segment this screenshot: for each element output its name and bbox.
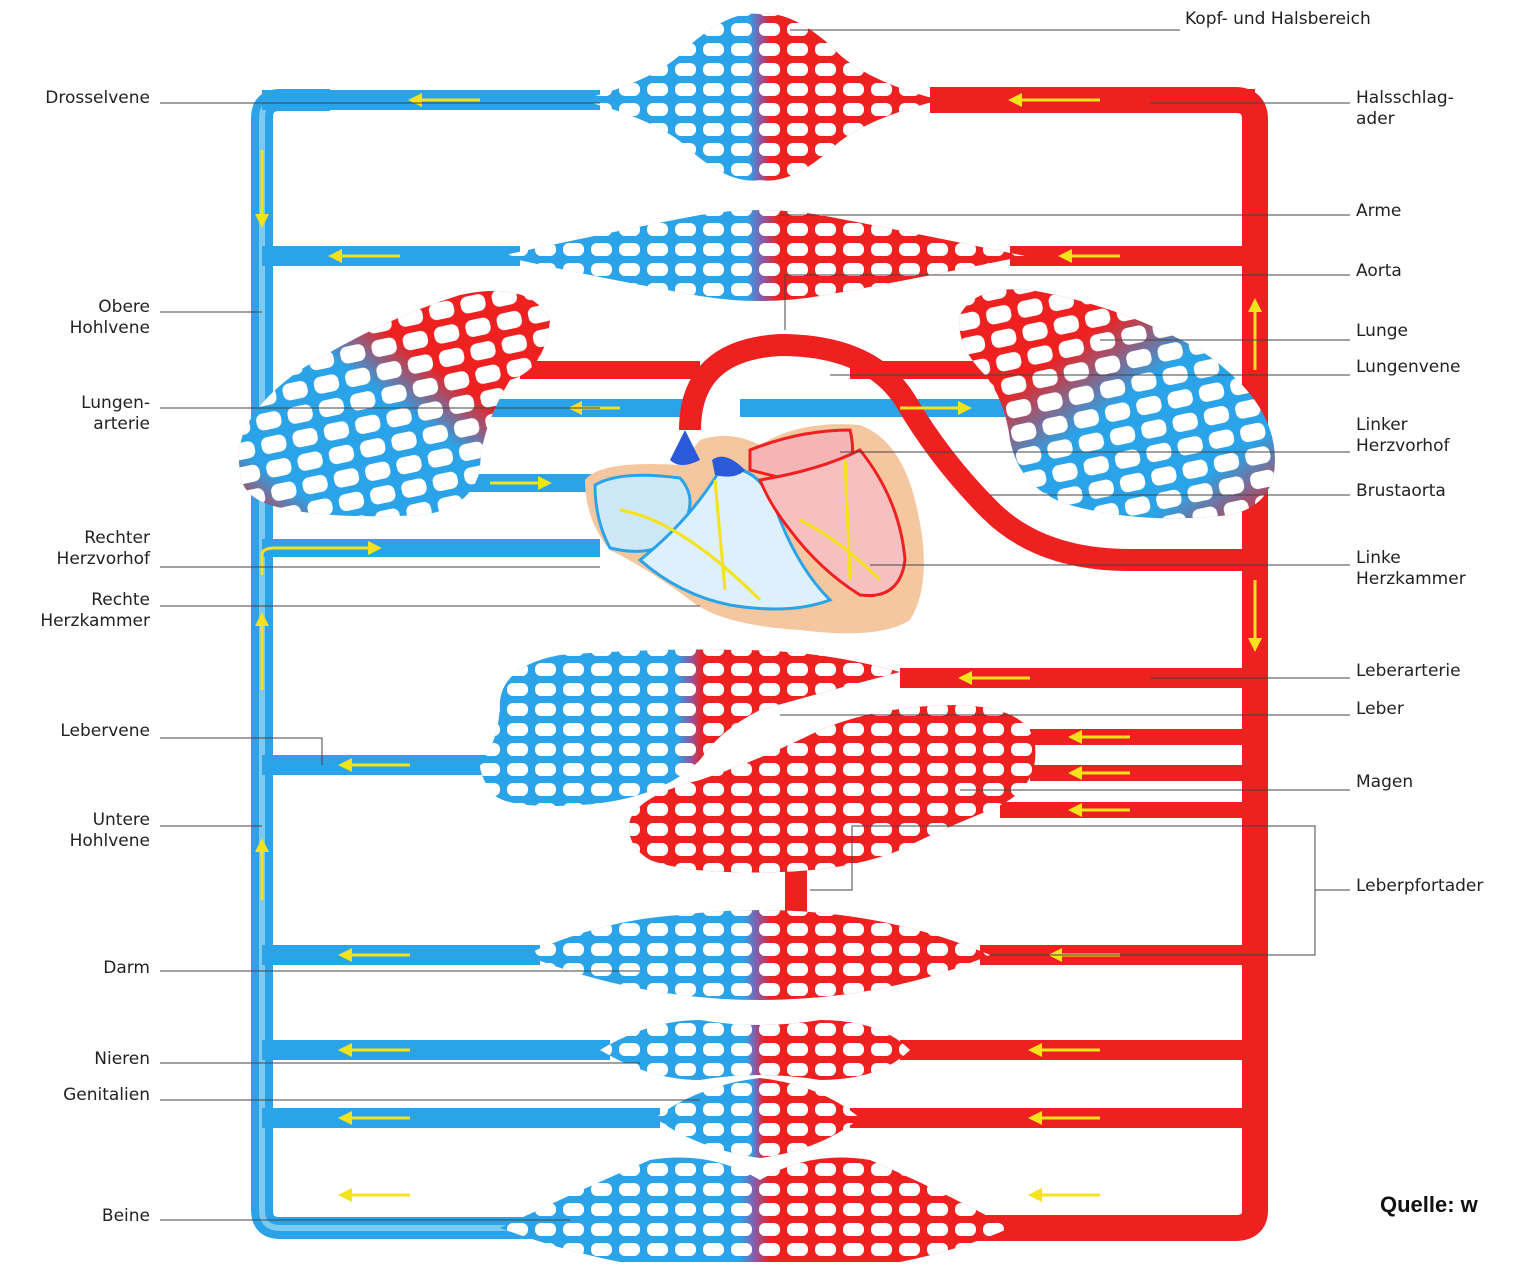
label-darm: Darm bbox=[103, 958, 150, 979]
label-rechter-herzvorhof: Rechter Herzvorhof bbox=[57, 528, 150, 570]
label-lungenarterie: Lungen- arterie bbox=[81, 393, 150, 435]
label-aorta: Aorta bbox=[1356, 261, 1402, 282]
label-nieren: Nieren bbox=[94, 1049, 150, 1070]
label-untere-hohlvene: Untere Hohlvene bbox=[70, 810, 150, 852]
label-lebervene: Lebervene bbox=[60, 721, 150, 742]
label-arme: Arme bbox=[1356, 201, 1401, 222]
capillary-bed-intestine bbox=[525, 910, 990, 1000]
capillary-bed-genitals bbox=[655, 1078, 860, 1158]
lung-right bbox=[959, 289, 1275, 518]
label-linker-herzvorhof: Linker Herzvorhof bbox=[1356, 415, 1449, 457]
label-leber: Leber bbox=[1356, 699, 1404, 720]
label-obere-hohlvene: Obere Hohlvene bbox=[70, 297, 150, 339]
label-kopf-und-halsbereich: Kopf- und Halsbereich bbox=[1185, 9, 1371, 30]
label-genitalien: Genitalien bbox=[63, 1085, 150, 1106]
label-drosselvene: Drosselvene bbox=[45, 88, 150, 109]
label-linke-herzkammer: Linke Herzkammer bbox=[1356, 548, 1466, 590]
capillary-bed-head bbox=[580, 14, 940, 181]
capillary-beds bbox=[239, 14, 1275, 1262]
label-rechte-herzkammer: Rechte Herzkammer bbox=[40, 590, 150, 632]
label-leberarterie: Leberarterie bbox=[1356, 661, 1461, 682]
label-brustaorta: Brustaorta bbox=[1356, 481, 1446, 502]
label-lungenvene: Lungenvene bbox=[1356, 357, 1461, 378]
capillary-bed-legs bbox=[500, 1158, 1010, 1263]
label-beine: Beine bbox=[102, 1206, 150, 1227]
capillary-bed-kidneys bbox=[600, 1020, 910, 1080]
label-magen: Magen bbox=[1356, 772, 1413, 793]
label-leberpfortader: Leberpfortader bbox=[1356, 876, 1483, 897]
label-lunge: Lunge bbox=[1356, 321, 1408, 342]
capillary-bed-arms bbox=[500, 210, 1025, 301]
label-halsschlagader: Halsschlag- ader bbox=[1356, 88, 1454, 130]
heart bbox=[585, 424, 924, 633]
source-caption: Quelle: w bbox=[1380, 1192, 1478, 1218]
